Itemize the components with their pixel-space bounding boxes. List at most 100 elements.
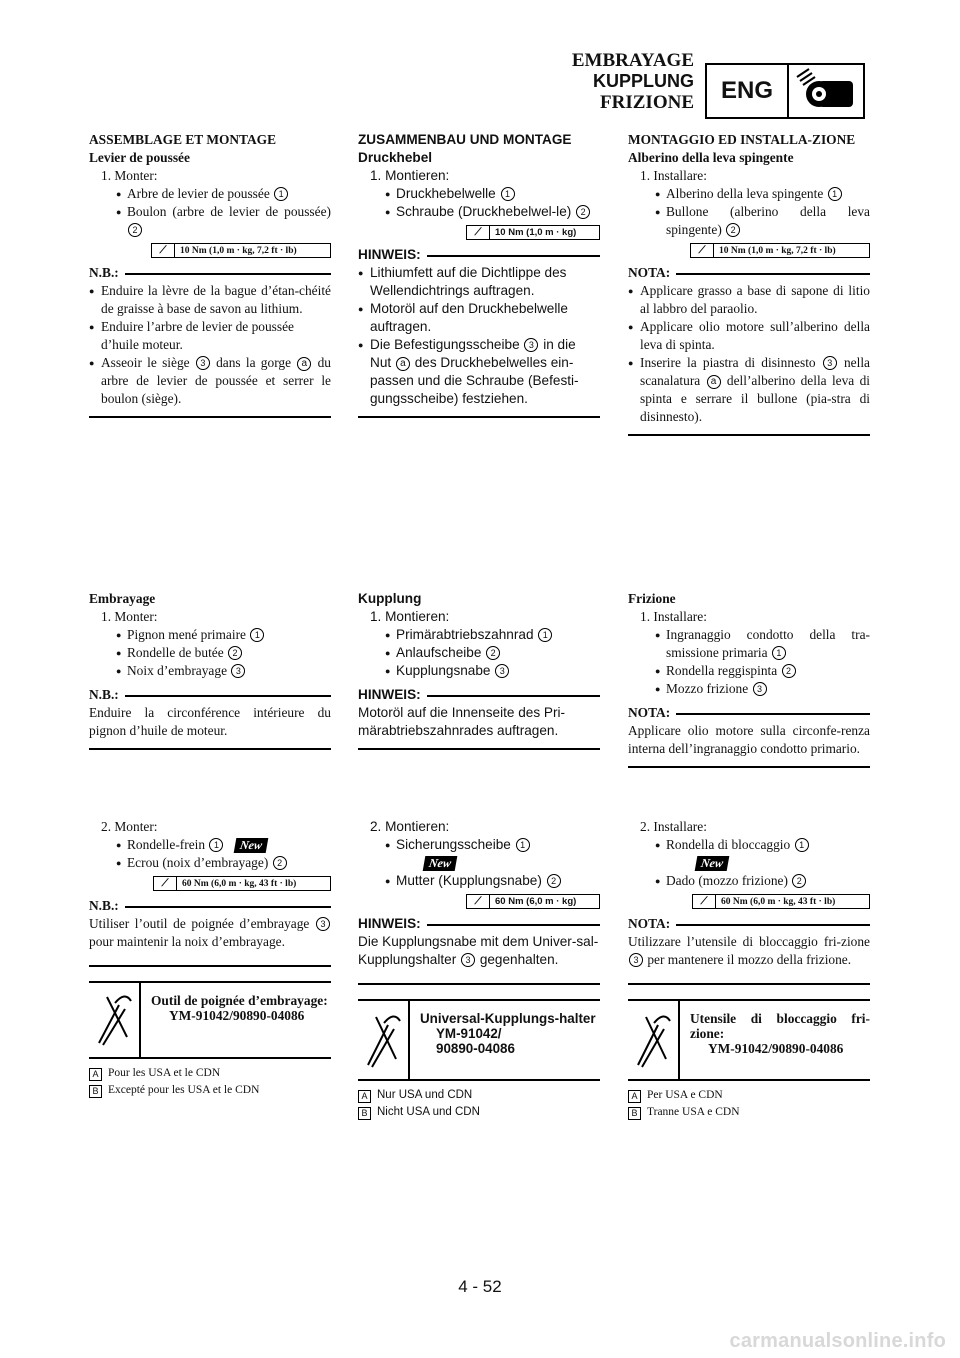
torque-spec: ⟋10 Nm (1,0 m · kg, 7,2 ft · lb) xyxy=(690,243,870,258)
it-section-clutch: Frizione 1. Installare: Ingranaggio cond… xyxy=(628,590,870,768)
note-text: Die Kupplungsnabe mit dem Univer-sal-Kup… xyxy=(358,934,599,967)
de-section-assembly: ZUSAMMENBAU UND MONTAGE Druckhebel 1. Mo… xyxy=(358,131,600,418)
list-item: Ecrou (noix d’embrayage) 2 xyxy=(89,854,331,872)
tool-icon xyxy=(358,1001,410,1079)
it-assembly-subtitle: Alberino della leva spingente xyxy=(628,150,794,165)
wrench-icon: ⟋ xyxy=(152,244,175,257)
it-section-lock: 2. Installare: Rondella di bloccaggio 1 … xyxy=(628,818,870,1121)
new-part-badge: New xyxy=(694,856,730,871)
de-step: 1. Montieren: xyxy=(370,168,450,183)
list-item: Alberino della leva spingente 1 xyxy=(628,185,870,203)
tool-icon xyxy=(89,983,141,1057)
note-text: Enduire la circonférence intérieure du p… xyxy=(89,705,331,738)
note-text: Motoröl auf die Innenseite des Pri-märab… xyxy=(358,705,566,738)
list-item: Motoröl auf den Druckhebelwelle auftrage… xyxy=(358,300,600,336)
tool-text: Utensile di bloccaggio fri-zione: YM-910… xyxy=(690,1011,870,1056)
watermark: carmanualsonline.info xyxy=(729,1330,946,1352)
divider xyxy=(628,983,870,985)
torque-spec: ⟋60 Nm (6,0 m · kg) xyxy=(466,894,600,909)
note-heading: N.B.: xyxy=(89,686,331,704)
title-fr: EMBRAYAGE xyxy=(571,50,694,71)
divider xyxy=(628,766,870,768)
torque-spec: ⟋10 Nm (1,0 m · kg, 7,2 ft · lb) xyxy=(151,243,331,258)
de-assembly-title: ZUSAMMENBAU UND MONTAGE xyxy=(358,132,572,147)
special-tool-box: Universal-Kupplungs-halter YM-91042/ 908… xyxy=(358,999,600,1081)
note-heading: HINWEIS: xyxy=(358,915,600,933)
list-item: Rondella reggispinta 2 xyxy=(628,662,870,680)
note-text: Utilizzare l’utensile di bloccaggio fri-… xyxy=(628,934,870,967)
note-heading: HINWEIS: xyxy=(358,246,600,264)
de-assembly-subtitle: Druckhebel xyxy=(358,150,433,165)
wrench-icon: ⟋ xyxy=(467,226,490,239)
note-heading: NOTA: xyxy=(628,704,870,722)
special-tool-box: Outil de poignée d’embrayage: YM-91042/9… xyxy=(89,981,331,1059)
list-item: Ingranaggio condotto della tra-smissione… xyxy=(628,626,870,662)
list-item: Rondelle-frein 1 New xyxy=(89,836,331,854)
new-badge-row: New xyxy=(358,854,600,872)
list-item: Schraube (Druckhebelwel-le) 2 xyxy=(358,203,600,221)
it-step: 1. Installare: xyxy=(640,609,707,624)
fr-section-clutch: Embrayage 1. Monter: Pignon mené primair… xyxy=(89,590,331,750)
list-item: Applicare olio motore sull’alberino dell… xyxy=(628,318,870,354)
it-section-assembly: MONTAGGIO ED INSTALLA-ZIONE Alberino del… xyxy=(628,131,870,436)
title-it: FRIZIONE xyxy=(600,92,694,113)
list-item: Bullone (alberino della leva spingente) … xyxy=(628,203,870,239)
fr-clutch-title: Embrayage xyxy=(89,591,156,606)
wrench-icon: ⟋ xyxy=(467,895,490,908)
list-item: Lithiumfett auf die Dichtlippe des Welle… xyxy=(358,264,600,300)
new-badge-row: New xyxy=(628,854,870,872)
wrench-icon: ⟋ xyxy=(693,895,716,908)
it-assembly-title: MONTAGGIO ED INSTALLA-ZIONE xyxy=(628,132,856,147)
list-item: Boulon (arbre de levier de poussée) 2 xyxy=(89,203,331,239)
list-item: Sicherungsscheibe 1 xyxy=(358,836,600,854)
tool-icon xyxy=(628,1001,680,1079)
note-heading: N.B.: xyxy=(89,264,331,282)
divider xyxy=(89,748,331,750)
it-step: 2. Installare: xyxy=(640,819,707,834)
fr-section-lock: 2. Monter: Rondelle-frein 1 New Ecrou (n… xyxy=(89,818,331,1099)
list-item: Enduire l’arbre de levier de poussée d’h… xyxy=(89,318,331,354)
tool-text: Universal-Kupplungs-halter YM-91042/ 908… xyxy=(420,1011,596,1056)
new-part-badge: New xyxy=(233,838,268,853)
list-item: Mozzo frizione 3 xyxy=(628,680,870,698)
fr-step: 1. Monter: xyxy=(101,609,158,624)
fr-assembly-subtitle: Levier de poussée xyxy=(89,150,190,165)
title-de: KUPPLUNG xyxy=(592,71,694,91)
list-item: Dado (mozzo frizione) 2 xyxy=(628,872,870,890)
note-text: Applicare olio motore sulla circonfe-ren… xyxy=(628,723,870,756)
note-heading: NOTA: xyxy=(628,264,870,282)
de-section-lock: 2. Montieren: Sicherungsscheibe 1 New Mu… xyxy=(358,818,600,1121)
torque-spec: ⟋60 Nm (6,0 m · kg, 43 ft · lb) xyxy=(153,876,331,891)
wrench-icon: ⟋ xyxy=(154,877,177,890)
divider xyxy=(358,983,600,985)
note-heading: HINWEIS: xyxy=(358,686,600,704)
list-item: Mutter (Kupplungsnabe) 2 xyxy=(358,872,600,890)
fr-step: 2. Monter: xyxy=(101,819,158,834)
engine-clutch-icon xyxy=(789,65,863,117)
fr-assembly-title: ASSEMBLAGE ET MONTAGE xyxy=(89,132,277,147)
list-item: Enduire la lèvre de la bague d’étan-chéi… xyxy=(89,282,331,318)
list-item: Asseoir le siège 3 dans la gorge a du ar… xyxy=(89,354,331,408)
note-heading: NOTA: xyxy=(628,915,870,933)
section-titles: EMBRAYAGE KUPPLUNG FRIZIONE xyxy=(572,50,694,113)
new-part-badge: New xyxy=(422,856,458,871)
divider xyxy=(358,748,600,750)
de-step: 1. Montieren: xyxy=(370,609,450,624)
divider xyxy=(628,434,870,436)
note-heading: N.B.: xyxy=(89,897,331,915)
eng-label: ENG xyxy=(707,65,789,117)
list-item: Inserire la piastra di disinnesto 3 nell… xyxy=(628,354,870,426)
list-item: Anlaufscheibe 2 xyxy=(358,644,600,662)
list-item: Noix d’embrayage 3 xyxy=(89,662,331,680)
list-item: Arbre de levier de poussée 1 xyxy=(89,185,331,203)
list-item: Die Befestigungsscheibe 3 in die Nut a d… xyxy=(358,336,600,408)
it-step: 1. Installare: xyxy=(640,168,707,183)
list-item: Druckhebelwelle 1 xyxy=(358,185,600,203)
list-item: Pignon mené primaire 1 xyxy=(89,626,331,644)
de-section-clutch: Kupplung 1. Montieren: Primärabtriebszah… xyxy=(358,590,600,750)
page-number: 4 - 52 xyxy=(458,1277,502,1296)
de-clutch-title: Kupplung xyxy=(358,591,422,606)
eng-section-badge: ENG xyxy=(705,63,865,119)
